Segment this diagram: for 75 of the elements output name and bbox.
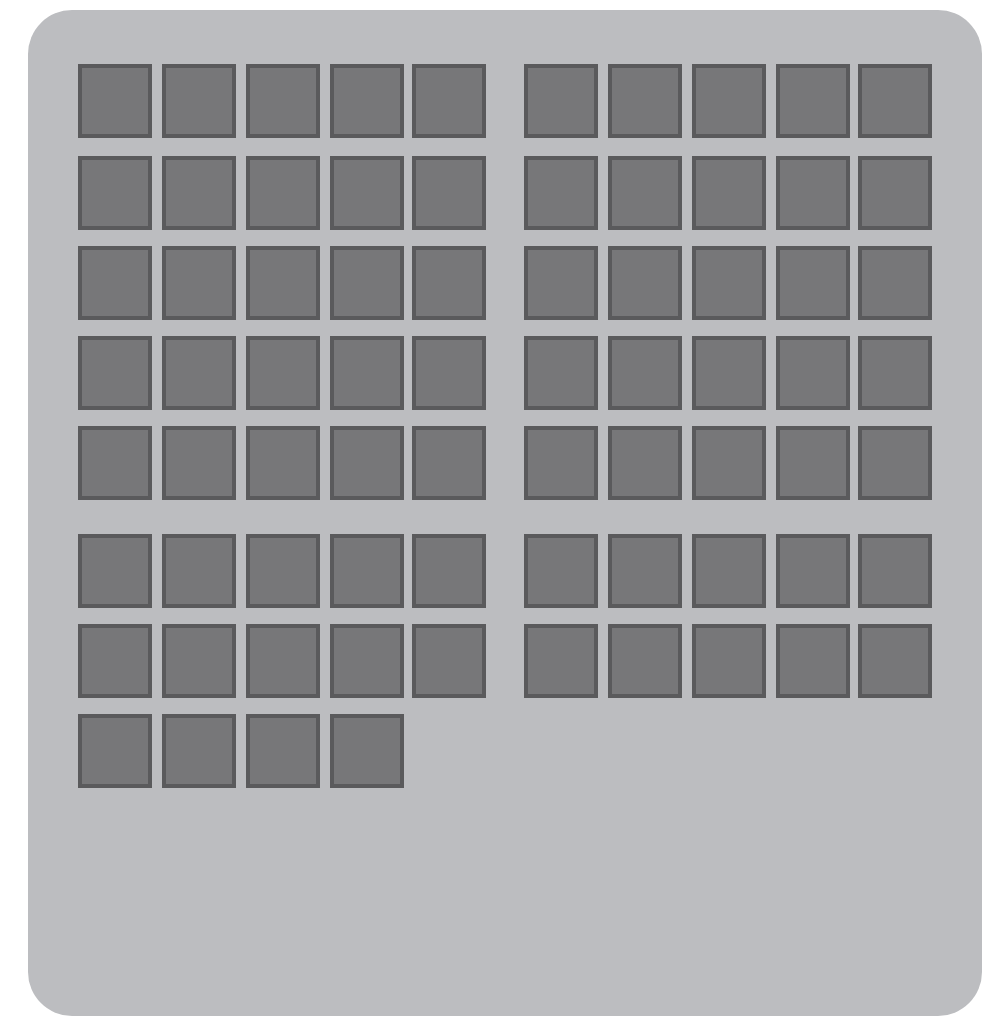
- square-tile: [524, 64, 598, 138]
- square-tile: [78, 156, 152, 230]
- square-tile: [412, 246, 486, 320]
- square-tile: [524, 624, 598, 698]
- square-tile: [330, 64, 404, 138]
- square-tile: [692, 426, 766, 500]
- square-tile: [330, 426, 404, 500]
- square-tile: [412, 156, 486, 230]
- panel-background: [28, 10, 982, 1016]
- square-tile: [246, 426, 320, 500]
- square-tile: [776, 624, 850, 698]
- square-tile: [246, 534, 320, 608]
- square-tile: [162, 534, 236, 608]
- square-tile: [524, 426, 598, 500]
- square-tile: [608, 336, 682, 410]
- square-tile: [524, 534, 598, 608]
- square-tile: [246, 64, 320, 138]
- square-tile: [162, 246, 236, 320]
- square-tile: [776, 246, 850, 320]
- square-tile: [608, 246, 682, 320]
- square-tile: [78, 64, 152, 138]
- square-tile: [246, 156, 320, 230]
- square-tile: [858, 426, 932, 500]
- square-tile: [692, 624, 766, 698]
- square-tile: [608, 624, 682, 698]
- square-tile: [162, 336, 236, 410]
- square-tile: [858, 64, 932, 138]
- square-tile: [162, 624, 236, 698]
- square-tile: [330, 534, 404, 608]
- square-tile: [330, 624, 404, 698]
- square-tile: [246, 714, 320, 788]
- square-tile: [78, 246, 152, 320]
- square-tile: [858, 624, 932, 698]
- square-tile: [608, 534, 682, 608]
- square-tile: [608, 156, 682, 230]
- square-tile: [524, 156, 598, 230]
- square-tile: [692, 534, 766, 608]
- square-tile: [78, 624, 152, 698]
- square-tile: [524, 246, 598, 320]
- square-tile: [692, 336, 766, 410]
- square-tile: [330, 336, 404, 410]
- square-tile: [692, 246, 766, 320]
- square-tile: [412, 336, 486, 410]
- square-tile: [608, 426, 682, 500]
- square-tile: [776, 64, 850, 138]
- square-tile: [162, 156, 236, 230]
- square-tile: [162, 426, 236, 500]
- square-tile: [246, 624, 320, 698]
- square-tile: [858, 156, 932, 230]
- square-tile: [246, 246, 320, 320]
- square-tile: [412, 64, 486, 138]
- square-tile: [246, 336, 320, 410]
- square-tile: [858, 246, 932, 320]
- square-tile: [78, 714, 152, 788]
- square-tile: [858, 336, 932, 410]
- square-tile: [412, 624, 486, 698]
- square-tile: [412, 534, 486, 608]
- square-tile: [330, 714, 404, 788]
- square-tile: [524, 336, 598, 410]
- square-tile: [608, 64, 682, 138]
- square-tile: [162, 64, 236, 138]
- square-tile: [776, 336, 850, 410]
- square-tile: [776, 426, 850, 500]
- square-tile: [78, 534, 152, 608]
- square-tile: [776, 534, 850, 608]
- square-tile: [78, 426, 152, 500]
- square-tile: [858, 534, 932, 608]
- square-tile: [330, 156, 404, 230]
- square-tile: [692, 64, 766, 138]
- square-tile: [162, 714, 236, 788]
- square-tile: [412, 426, 486, 500]
- square-tile: [78, 336, 152, 410]
- square-tile: [330, 246, 404, 320]
- square-tile: [692, 156, 766, 230]
- square-tile: [776, 156, 850, 230]
